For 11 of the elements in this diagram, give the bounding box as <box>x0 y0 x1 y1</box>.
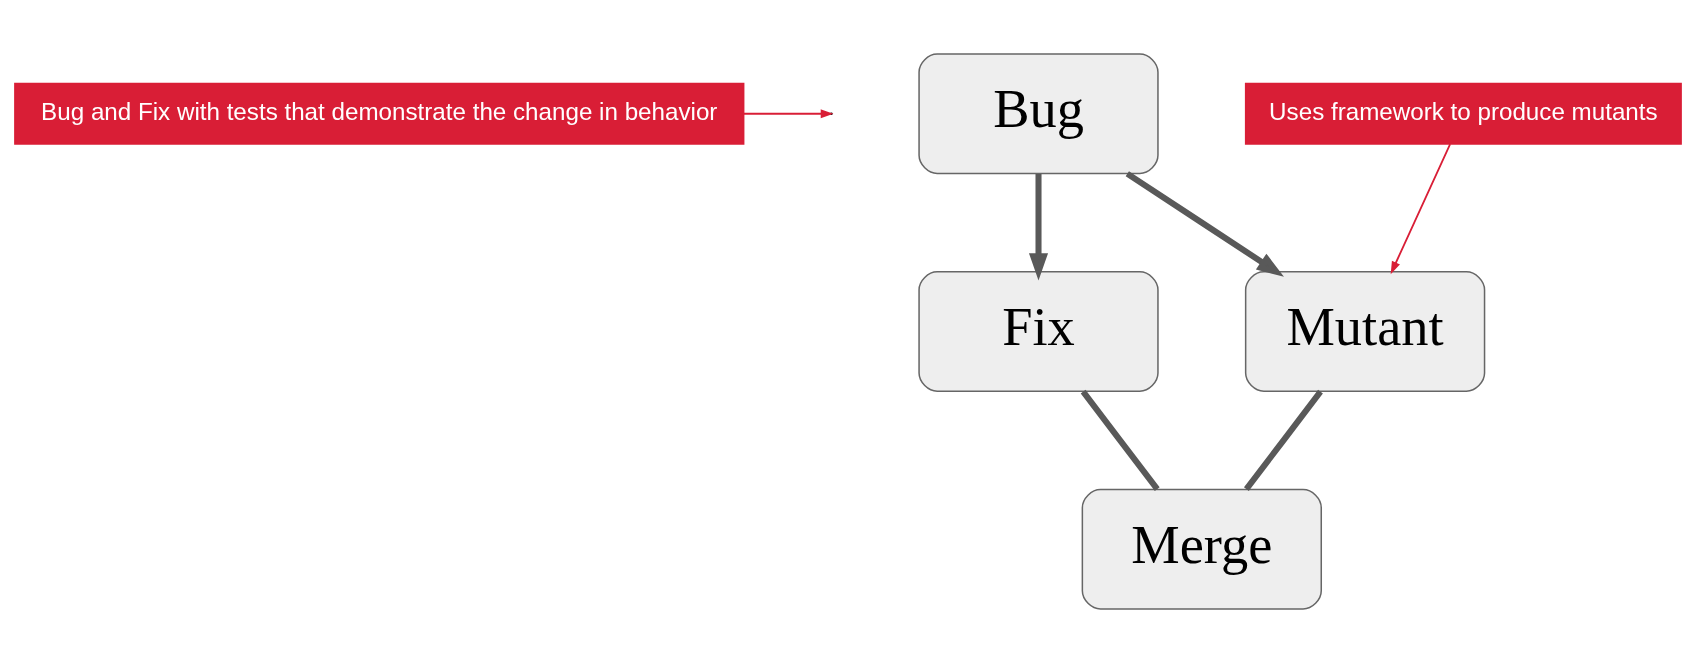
arrow <box>1125 171 1284 277</box>
arrow <box>1028 173 1049 281</box>
connector <box>1243 389 1323 491</box>
node-box: Fix <box>918 271 1159 392</box>
node-box: Merge <box>1081 488 1322 610</box>
node-box: Mutant <box>1244 271 1486 392</box>
connector <box>1080 389 1160 491</box>
node-box: Bug <box>918 53 1159 175</box>
node-box: Bug and Fix with tests that demonstrate the change in behavior <box>14 82 745 145</box>
node-box: Uses framework to produce mutants <box>1244 82 1682 145</box>
arrow <box>1390 143 1452 275</box>
